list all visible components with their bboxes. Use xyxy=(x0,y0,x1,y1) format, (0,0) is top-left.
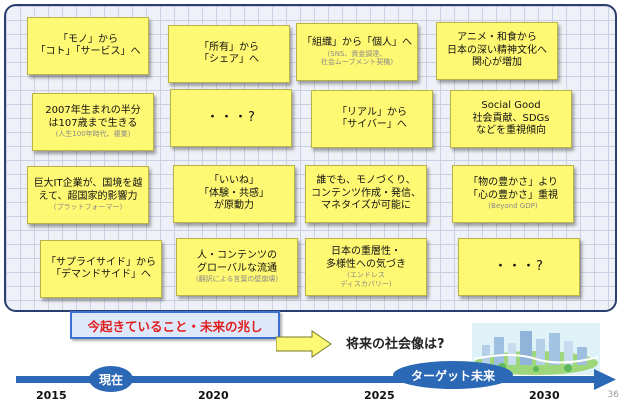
note-text-line: アニメ・和食から xyxy=(457,32,537,44)
page-number: 36 xyxy=(607,390,619,400)
note-text-line: えて、超国家的影響力 xyxy=(38,190,138,202)
note-subtext: (プラットフォーマー) xyxy=(53,203,123,212)
year-label: 2020 xyxy=(198,389,229,402)
target-future-marker: ターゲット未来 xyxy=(393,361,513,389)
note-text-line: マネタイズが可能に xyxy=(321,200,411,212)
sticky-note: 「所有」から「シェア」へ xyxy=(168,25,290,83)
note-text-line: 日本の重層性・ xyxy=(331,246,401,258)
current-signs-banner: 今起きていること・未来の兆し xyxy=(70,311,280,339)
note-text-line: 関心が増加 xyxy=(472,57,522,69)
note-text-line: は107歳まで生きる xyxy=(48,117,138,129)
current-marker: 現在 xyxy=(89,366,133,392)
note-subtext: (翻訳による言葉の壁崩壊) xyxy=(195,275,279,284)
note-text-line: Social Good xyxy=(481,100,541,112)
note-text-line: コンテンツ作成・発信、 xyxy=(311,187,421,199)
sticky-note: ・・・? xyxy=(170,89,292,147)
sticky-note: 2007年生まれの半分は107歳まで生きる(人生100年時代、複業) xyxy=(32,93,154,151)
year-label: 2015 xyxy=(36,389,67,402)
note-text-line: などを重視傾向 xyxy=(476,125,546,137)
note-text-line: 日本の深い精神文化へ xyxy=(447,44,547,56)
year-label: 2030 xyxy=(529,389,560,402)
note-text-line: 「いいね」 xyxy=(209,175,259,187)
note-text-line: 「物の豊かさ」より xyxy=(468,177,558,189)
future-city-illustration xyxy=(472,323,600,375)
note-subtext: ディスカバリー) xyxy=(340,279,392,288)
note-subtext: (Beyond GDP) xyxy=(488,202,538,211)
sticky-note: 「モノ」から「コト」「サービス」へ xyxy=(27,17,149,75)
note-text-line: 社会貢献、SDGs xyxy=(472,112,550,124)
note-text-line: 「心の豊かさ」重視 xyxy=(468,189,558,201)
note-text-line: 「所有」から xyxy=(199,41,259,53)
note-text-line: 「サイバー」へ xyxy=(337,119,407,130)
sticky-note: 誰でも、モノづくり、コンテンツ作成・発信、マネタイズが可能に xyxy=(305,165,427,223)
note-text-line: 多様性への気づき xyxy=(326,258,406,270)
note-text-line: 「モノ」から xyxy=(58,33,118,45)
note-text-line: 「デマンドサイド」へ xyxy=(51,269,151,280)
sticky-note: 「組織」から「個人」へ(SNS、資金調達、社会ムーブメント契機) xyxy=(296,23,418,81)
note-text-line: 「コト」「サービス」へ xyxy=(35,46,141,57)
sticky-note: アニメ・和食から日本の深い精神文化へ関心が増加 xyxy=(436,22,558,80)
note-text-line: 誰でも、モノづくり、 xyxy=(316,175,416,187)
note-subtext: 社会ムーブメント契機) xyxy=(320,58,394,67)
note-text-line: グローバルな流通 xyxy=(197,262,277,274)
note-text-line: 「組織」から「個人」へ xyxy=(302,37,412,49)
sticky-note: 「サプライサイド」から「デマンドサイド」へ xyxy=(40,240,162,298)
note-text-line: 「体験・共感」 xyxy=(199,187,269,199)
sticky-note: 巨大IT企業が、国境を越えて、超国家的影響力(プラットフォーマー) xyxy=(27,166,149,224)
timeline-arrow xyxy=(16,369,616,390)
future-society-question: 将来の社会像は? xyxy=(346,337,445,352)
note-subtext: (エンドレス xyxy=(347,271,385,280)
sticky-note: ・・・? xyxy=(458,238,580,296)
year-label: 2025 xyxy=(364,389,395,402)
sticky-note: 人・コンテンツのグローバルな流通(翻訳による言葉の壁崩壊) xyxy=(176,238,298,296)
note-subtext: (SNS、資金調達、 xyxy=(327,49,387,58)
note-subtext: (人生100年時代、複業) xyxy=(55,130,131,139)
note-subtext: ・・・? xyxy=(206,109,256,125)
note-text-line: 人・コンテンツの xyxy=(197,250,277,262)
sticky-note: 「いいね」「体験・共感」が原動力 xyxy=(173,165,295,223)
note-text-line: 「シェア」へ xyxy=(199,54,259,65)
note-text-line: 「リアル」から xyxy=(337,106,407,118)
sticky-note: 「物の豊かさ」より「心の豊かさ」重視(Beyond GDP) xyxy=(452,165,574,223)
sticky-note: 日本の重層性・多様性への気づき(エンドレスディスカバリー) xyxy=(305,238,427,296)
right-arrow-icon xyxy=(276,330,332,358)
note-subtext: ・・・? xyxy=(494,258,544,274)
note-text-line: 巨大IT企業が、国境を越 xyxy=(33,178,143,190)
sticky-note: 「リアル」から「サイバー」へ xyxy=(311,90,433,148)
note-text-line: 2007年生まれの半分 xyxy=(45,105,141,117)
note-text-line: が原動力 xyxy=(214,200,254,212)
note-text-line: 「サプライサイド」から xyxy=(46,256,156,268)
